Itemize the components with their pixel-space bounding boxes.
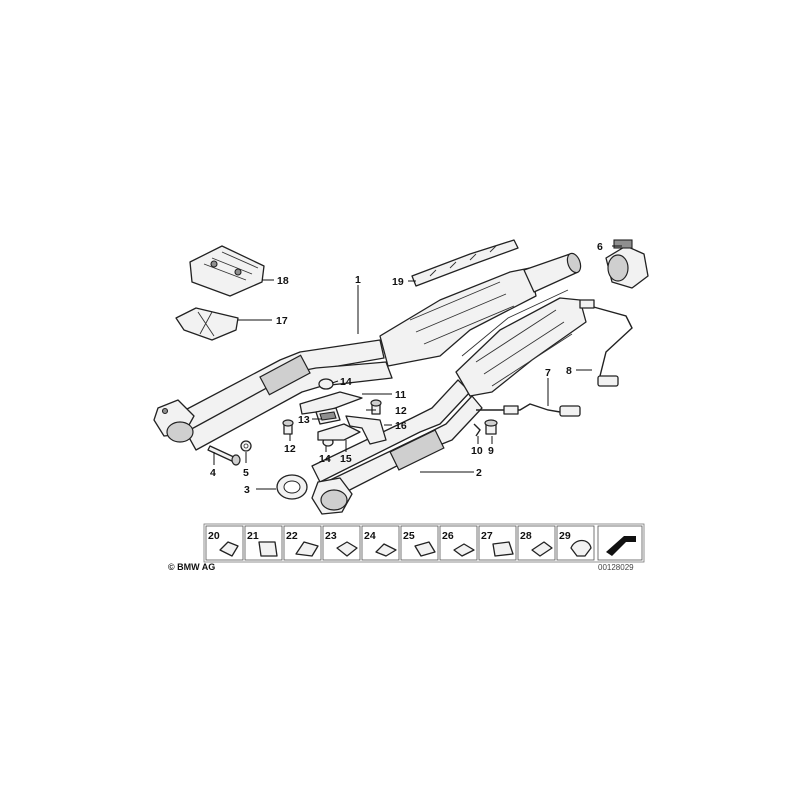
heat-shield-18[interactable] xyxy=(189,245,265,297)
screw-12b[interactable] xyxy=(282,419,294,435)
tray-clip-icon xyxy=(414,541,436,557)
rubber-mount-13[interactable] xyxy=(315,407,341,425)
oxygen-sensor-8[interactable] xyxy=(579,299,633,387)
callout-11: 11 xyxy=(395,389,406,401)
tray-clip-icon xyxy=(531,541,553,557)
tray-part-27[interactable]: 27 xyxy=(478,525,517,561)
callout-3: 3 xyxy=(244,484,250,496)
callout-12-left: 12 xyxy=(284,443,296,455)
tray-part-26[interactable]: 26 xyxy=(439,525,478,561)
tray-part-23[interactable]: 23 xyxy=(322,525,361,561)
tray-label-23: 23 xyxy=(325,530,337,542)
clamp-bracket-16[interactable] xyxy=(345,415,387,445)
callout-14-bottom: 14 xyxy=(319,453,331,465)
callout-7: 7 xyxy=(545,367,551,379)
callout-1: 1 xyxy=(355,274,361,286)
rear-pipe-with-catalytic-converter-2[interactable] xyxy=(311,289,587,515)
tray-part-29[interactable]: 29 xyxy=(556,525,595,561)
callout-labels: 1 2 3 4 5 6 7 8 9 10 11 12 12 13 14 14 1… xyxy=(210,241,603,496)
clamp-6[interactable] xyxy=(605,239,649,289)
callout-17: 17 xyxy=(276,315,288,327)
tray-label-28: 28 xyxy=(520,530,532,542)
tray-part-21[interactable]: 21 xyxy=(244,525,283,561)
callout-15: 15 xyxy=(340,453,352,465)
callout-9: 9 xyxy=(488,445,494,457)
bolt-4[interactable] xyxy=(207,445,241,466)
copyright-label: © BMW AG xyxy=(168,562,215,572)
tray-clip-icon xyxy=(258,541,278,557)
tray-clip-icon xyxy=(295,541,319,557)
tray-label-29: 29 xyxy=(559,530,571,542)
tray-label-21: 21 xyxy=(247,530,259,542)
small-parts-tray: 20 21 22 23 24 25 26 27 28 29 xyxy=(203,523,645,563)
tray-clip-icon xyxy=(453,543,475,557)
tray-clip-icon xyxy=(219,541,239,557)
callout-10: 10 xyxy=(471,445,483,457)
heat-shield-19[interactable] xyxy=(411,239,519,287)
tray-part-25[interactable]: 25 xyxy=(400,525,439,561)
callout-19: 19 xyxy=(392,276,404,288)
callout-6: 6 xyxy=(597,241,603,253)
leader-lines xyxy=(213,245,622,490)
callout-14-top: 14 xyxy=(340,376,352,388)
nut-14a[interactable] xyxy=(318,378,334,390)
tray-part-24[interactable]: 24 xyxy=(361,525,400,561)
direction-arrow-icon xyxy=(597,525,643,561)
nut-5[interactable] xyxy=(240,440,252,452)
tray-part-20[interactable]: 20 xyxy=(205,525,244,561)
tray-part-28[interactable]: 28 xyxy=(517,525,556,561)
screw-9[interactable] xyxy=(484,419,498,435)
callout-12-right: 12 xyxy=(395,405,407,417)
tray-label-20: 20 xyxy=(208,530,220,542)
tray-label-25: 25 xyxy=(403,530,415,542)
tray-clip-icon xyxy=(492,541,514,557)
tray-label-27: 27 xyxy=(481,530,493,542)
front-pipe-with-catalytic-converter-1[interactable] xyxy=(153,252,583,451)
tray-label-24: 24 xyxy=(364,530,376,542)
callout-13: 13 xyxy=(298,414,310,426)
callout-18: 18 xyxy=(277,275,289,287)
clip-10[interactable] xyxy=(473,423,481,437)
tray-label-22: 22 xyxy=(286,530,298,542)
tray-label-26: 26 xyxy=(442,530,454,542)
screw-12a[interactable] xyxy=(370,399,382,415)
tray-part-22[interactable]: 22 xyxy=(283,525,322,561)
tray-clip-icon xyxy=(570,539,592,557)
tray-clip-icon xyxy=(375,543,397,557)
callout-16: 16 xyxy=(395,420,407,432)
bracket-17[interactable] xyxy=(175,307,239,341)
bracket-15[interactable] xyxy=(317,423,361,441)
callout-4: 4 xyxy=(210,467,216,479)
diagram-number: 00128029 xyxy=(598,563,634,572)
callout-2: 2 xyxy=(476,467,482,479)
bracket-11[interactable] xyxy=(299,391,363,415)
callout-8: 8 xyxy=(566,365,572,377)
gasket-ring-3[interactable] xyxy=(276,474,308,500)
callout-5: 5 xyxy=(243,467,249,479)
tray-clip-icon xyxy=(336,541,358,557)
oxygen-sensor-7[interactable] xyxy=(476,403,581,417)
